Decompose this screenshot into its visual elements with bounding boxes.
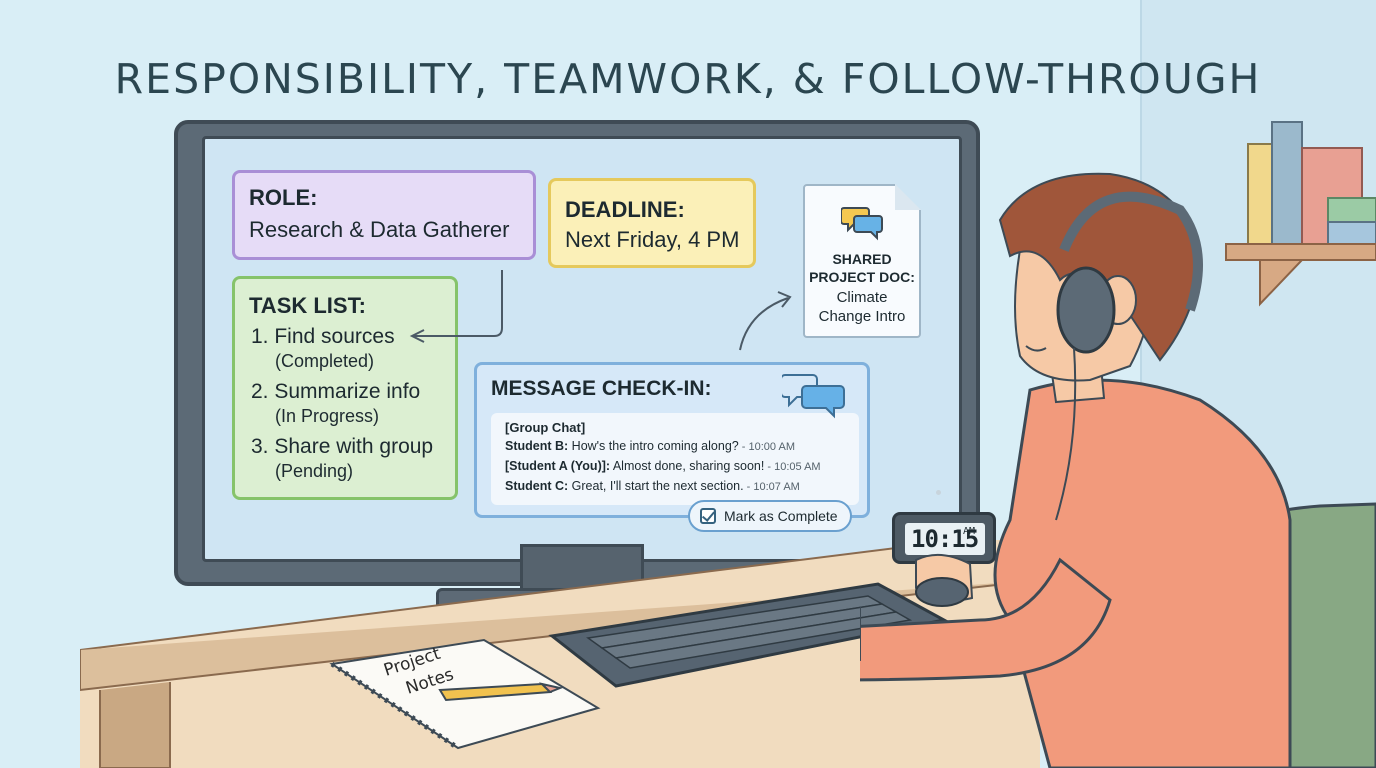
pencil-icon <box>438 682 564 702</box>
task-status: (Completed) <box>275 351 375 371</box>
task-list-card: TASK LIST: 1. Find sources (Completed) 2… <box>232 276 458 500</box>
task-item: 1. Find sources (Completed) <box>251 325 395 372</box>
checkbox-icon <box>700 508 716 524</box>
task-item: 2. Summarize info (In Progress) <box>251 380 420 427</box>
chat-time: - 10:07 AM <box>743 481 800 493</box>
clock-display: 10:15 AM <box>905 523 985 555</box>
task-label: 1. Find sources <box>251 325 395 348</box>
arrow-icon <box>739 291 792 351</box>
clock-time: 10:15 <box>911 525 979 553</box>
chat-text: Great, I'll start the next section. <box>568 479 744 493</box>
deadline-heading: DEADLINE: <box>565 197 685 222</box>
doc-heading: SHARED PROJECT DOC: <box>805 250 919 286</box>
chat-time: - 10:00 AM <box>738 441 795 453</box>
chat-text: Almost done, sharing soon! <box>610 459 765 473</box>
task-label: 3. Share with group <box>251 435 434 458</box>
doc-title: Climate Change Intro <box>805 288 919 326</box>
task-status: (In Progress) <box>275 406 380 426</box>
arrow-icon <box>409 270 503 343</box>
mark-complete-label: Mark as Complete <box>724 508 838 524</box>
chat-sender: Student C: <box>505 479 569 493</box>
role-heading: ROLE: <box>249 185 318 210</box>
chat-message: Student C: Great, I'll start the next se… <box>505 477 845 497</box>
shared-project-doc[interactable]: SHARED PROJECT DOC: Climate Change Intro <box>803 184 921 338</box>
chat-time: - 10:05 AM <box>764 461 821 473</box>
headphones-icon <box>1055 191 1203 521</box>
role-value: Research & Data Gatherer <box>249 217 510 242</box>
keyboard[interactable] <box>548 580 948 690</box>
chat-message: Student B: How's the intro coming along?… <box>505 437 845 457</box>
chat-text: How's the intro coming along? <box>568 439 739 453</box>
chat-bubbles-icon <box>841 207 883 241</box>
group-chat: [Group Chat] Student B: How's the intro … <box>491 413 859 505</box>
doc-corner <box>895 184 921 210</box>
doc-heading-line: SHARED <box>832 251 892 267</box>
chat-sender: Student B: <box>505 439 569 453</box>
task-label: 2. Summarize info <box>251 380 421 403</box>
task-status: (Pending) <box>275 461 354 481</box>
chat-title: [Group Chat] <box>505 420 586 435</box>
message-check-in-card: MESSAGE CHECK-IN: [Group Chat] Student B… <box>474 362 870 518</box>
chat-bubbles-icon <box>782 374 845 419</box>
deadline-card: DEADLINE: Next Friday, 4 PM <box>548 178 756 268</box>
clock-ampm: AM <box>963 526 976 537</box>
page-title: RESPONSIBILITY, TEAMWORK, & FOLLOW-THROU… <box>114 55 1262 104</box>
role-card: ROLE: Research & Data Gatherer <box>232 170 536 260</box>
deadline-value: Next Friday, 4 PM <box>565 227 740 252</box>
mark-complete-button[interactable]: Mark as Complete <box>688 500 852 532</box>
mouse[interactable] <box>912 570 972 610</box>
doc-title-line: Change Intro <box>818 308 906 325</box>
chat-message: [Student A (You)]: Almost done, sharing … <box>505 457 845 477</box>
student <box>860 172 1292 768</box>
task-item: 3. Share with group (Pending) <box>251 435 433 482</box>
message-heading: MESSAGE CHECK-IN: <box>491 377 712 400</box>
bookshelf <box>1225 121 1376 307</box>
task-list-heading: TASK LIST: <box>249 293 366 318</box>
chat-sender: [Student A (You)]: <box>505 459 611 473</box>
doc-title-line: Climate <box>836 289 888 306</box>
doc-heading-line: PROJECT DOC: <box>809 269 915 285</box>
notebook: Project Notes <box>329 638 601 751</box>
power-light <box>936 490 941 495</box>
